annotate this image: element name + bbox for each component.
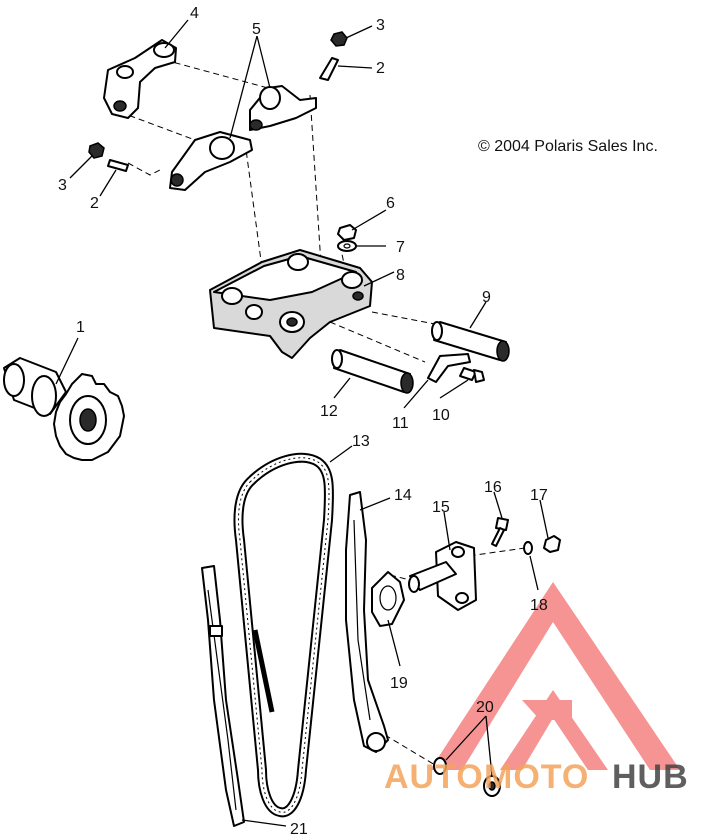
watermark-moto: MOTO [484, 758, 589, 796]
adjuster-screw-2-left [107, 159, 129, 172]
watermark-triangle-logo [430, 582, 680, 770]
callout-2-top: 2 [376, 60, 385, 77]
watermark-auto: AUTO [384, 758, 484, 796]
callout-16: 16 [484, 479, 502, 496]
callout-4: 4 [190, 5, 199, 22]
callout-11: 11 [392, 415, 409, 432]
watermark-text: AUTO MOTO HUB [384, 758, 689, 796]
lock-nut-3-left [88, 142, 105, 159]
callout-7: 7 [396, 239, 405, 256]
rocker-shaft-9 [431, 321, 510, 362]
callout-2-left: 2 [90, 195, 99, 212]
callout-numbers: 4 5 3 2 3 2 6 7 8 9 1 12 11 10 13 14 15 … [58, 5, 548, 838]
rocker-arm-5b [169, 131, 253, 191]
callout-19: 19 [390, 675, 408, 692]
watermark-triangle-inner [500, 690, 608, 770]
callout-5: 5 [252, 21, 261, 38]
chain-tensioner-guide-14 [345, 491, 389, 753]
callout-1: 1 [76, 319, 85, 336]
rocker-shaft-12 [331, 349, 414, 394]
callout-21: 21 [290, 821, 308, 838]
callout-3-top: 3 [376, 17, 385, 34]
callout-6: 6 [386, 195, 395, 212]
callout-14: 14 [394, 487, 412, 504]
callout-8: 8 [396, 267, 405, 284]
callout-3-left: 3 [58, 177, 67, 194]
o-ring-18 [523, 541, 533, 555]
chain-guide-21 [201, 565, 245, 827]
gasket-19 [371, 571, 405, 627]
callout-15: 15 [432, 499, 450, 516]
nut-6 [337, 224, 357, 241]
watermark-g-shape [522, 700, 572, 720]
washer-7 [337, 240, 357, 252]
copyright-notice: © 2004 Polaris Sales Inc. [478, 138, 658, 155]
rocker-arm-5a [249, 85, 317, 131]
bolt-10 [459, 367, 485, 383]
leader-lines [55, 19, 549, 827]
cap-17 [543, 535, 561, 553]
callout-10: 10 [432, 407, 450, 424]
bolt-16 [491, 517, 509, 547]
watermark-hub: HUB [612, 758, 689, 796]
callout-12: 12 [320, 403, 338, 420]
cam-holder-8 [209, 249, 373, 359]
callout-17: 17 [530, 487, 548, 504]
cam-chain-13 [233, 452, 334, 818]
lock-nut-3-top [330, 31, 348, 47]
callout-9: 9 [482, 289, 491, 306]
callout-13: 13 [352, 433, 370, 450]
watermark [430, 582, 680, 770]
callout-18: 18 [530, 597, 548, 614]
rocker-arm-4 [103, 39, 177, 119]
collar-20 [433, 757, 501, 797]
callout-20: 20 [476, 699, 494, 716]
chain-tensioner-15 [408, 541, 477, 611]
stopper-plate-11 [427, 353, 471, 383]
camshaft-sprocket-1 [3, 357, 125, 461]
adjuster-screw-2-top [319, 57, 339, 81]
